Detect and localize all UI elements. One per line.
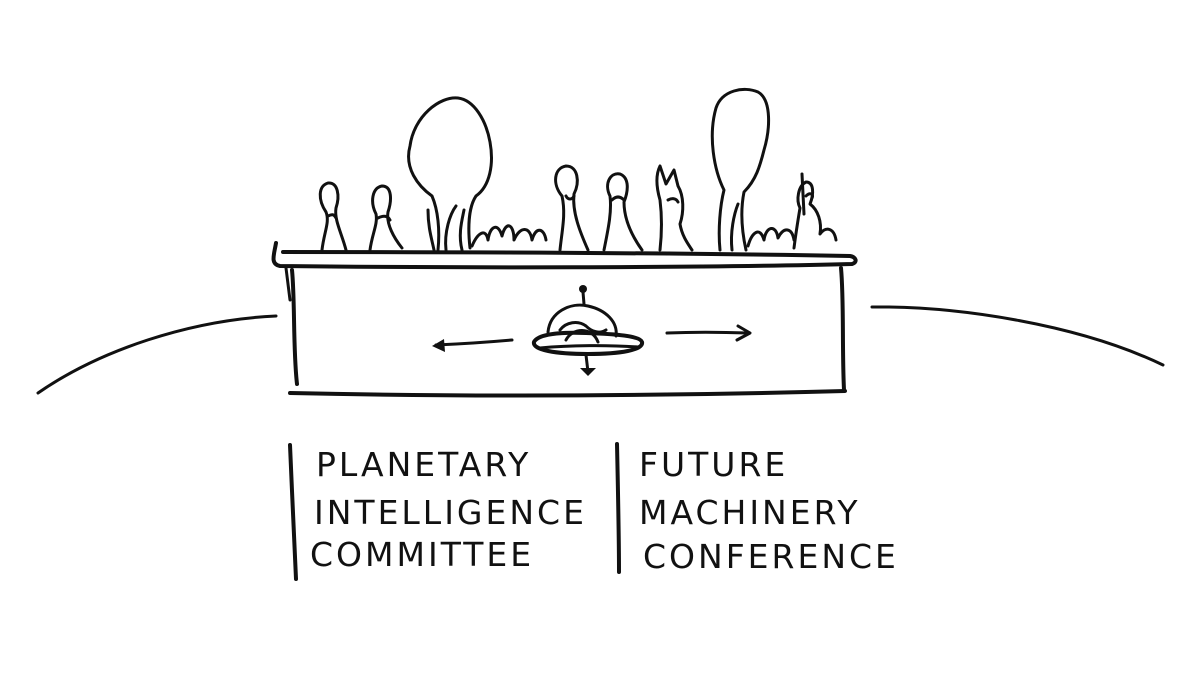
label-right: FUTURE MACHINERY CONFERENCE [639, 445, 899, 576]
table-top [271, 241, 858, 270]
figures-group [318, 87, 838, 252]
table-bottom [288, 389, 847, 398]
figure-3 [554, 164, 590, 252]
horizon-curve-right [870, 305, 1165, 367]
label-left-line3: COMMITTEE [310, 535, 534, 574]
figure-6 [792, 180, 838, 250]
tree-left [407, 96, 493, 252]
label-left-line1: PLANETARY [316, 445, 531, 484]
label-right-line2: MACHINERY [639, 493, 861, 532]
saucer-disc [532, 330, 644, 356]
label-right-line1: FUTURE [639, 445, 788, 484]
label-left-line2: INTELLIGENCE [314, 493, 587, 532]
label-divider-right [615, 442, 621, 574]
label-divider-left [288, 443, 298, 581]
bushes-right [746, 227, 796, 248]
figure-4 [602, 172, 644, 252]
saucer-device [532, 285, 644, 376]
label-left: PLANETARY INTELLIGENCE COMMITTEE [310, 445, 587, 574]
arrow-right [665, 324, 752, 342]
arrow-left [432, 338, 514, 352]
table-left-side-inner [284, 266, 292, 302]
table-box [271, 241, 858, 398]
table-right-side [839, 266, 846, 392]
figure-2 [368, 184, 404, 252]
antenna-knob [579, 285, 587, 293]
bushes [470, 224, 548, 248]
down-arrow-head [580, 368, 596, 376]
figure-5 [655, 164, 694, 252]
horizon-curve-left [36, 314, 278, 395]
tree-right [710, 87, 771, 252]
dome [546, 303, 618, 338]
table-left-side [290, 268, 299, 386]
label-right-line3: CONFERENCE [643, 537, 899, 576]
